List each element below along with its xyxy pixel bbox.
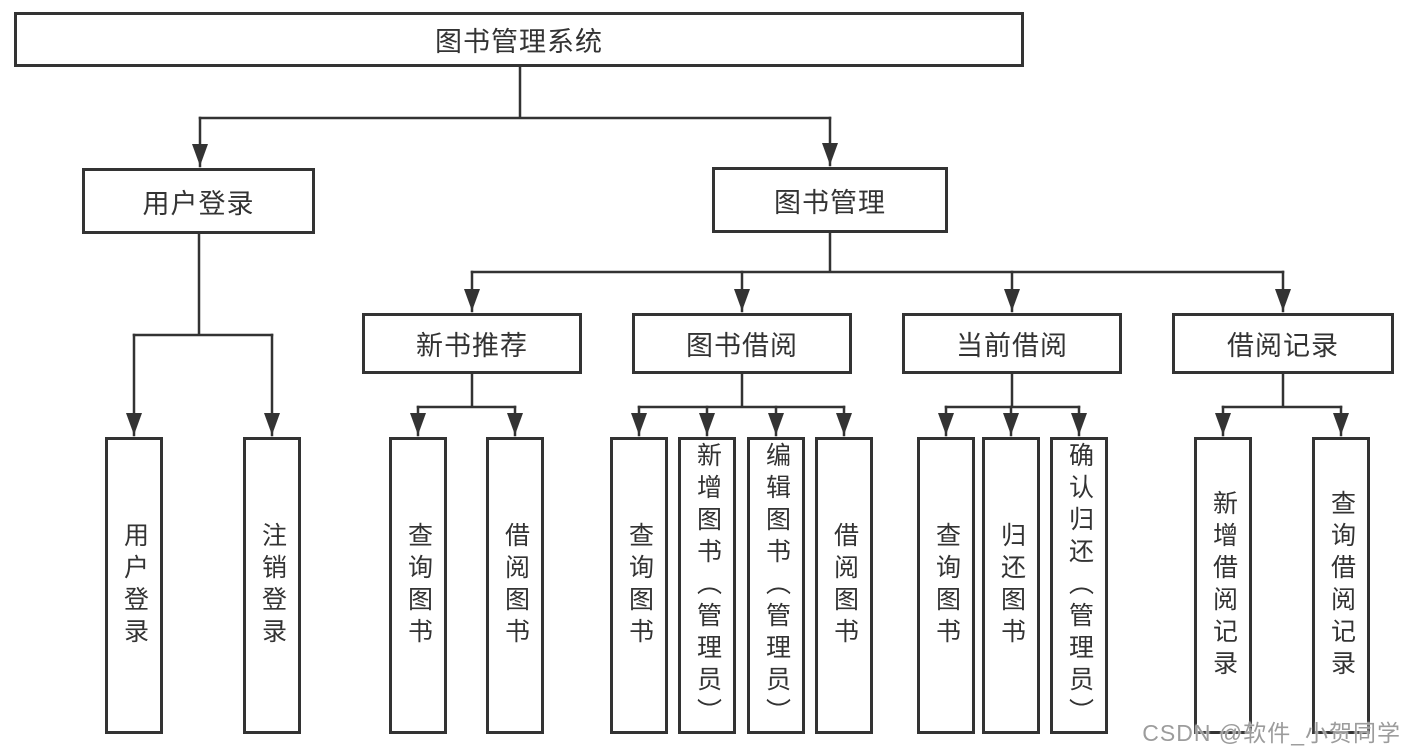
node-label: 借阅记录 xyxy=(1227,331,1339,361)
node-label: 用户登录 xyxy=(120,521,149,650)
node-borrow-book-recommend: 借阅图书 xyxy=(486,437,544,734)
node-label: 新增借阅记录 xyxy=(1209,489,1238,682)
node-label: 借阅图书 xyxy=(830,521,859,650)
node-logout: 注销登录 xyxy=(243,437,301,734)
node-user-login: 用户登录 xyxy=(105,437,163,734)
node-user-login-branch: 用户登录 xyxy=(82,168,315,234)
connector-records-junction xyxy=(1221,372,1343,409)
node-label: 图书借阅 xyxy=(686,331,798,361)
node-add-borrow-record: 新增借阅记录 xyxy=(1194,437,1252,734)
node-borrow-records: 借阅记录 xyxy=(1172,313,1394,374)
node-edit-book-admin: 编辑图书（管理员） xyxy=(747,437,805,734)
node-label: 新增图书（管理员） xyxy=(693,441,722,730)
node-label: 借阅图书 xyxy=(501,521,530,650)
node-query-books-borrow: 查询图书 xyxy=(610,437,668,734)
connector-bookmgmt-junction xyxy=(470,231,1285,274)
node-add-book-admin: 新增图书（管理员） xyxy=(678,437,736,734)
node-label: 当前借阅 xyxy=(956,331,1068,361)
connector-borrow-junction xyxy=(637,372,846,409)
node-label: 查询图书 xyxy=(932,521,961,650)
node-label: 编辑图书（管理员） xyxy=(762,441,791,730)
node-query-books-recommend: 查询图书 xyxy=(389,437,447,734)
node-label: 确认归还（管理员） xyxy=(1065,441,1094,730)
node-label: 查询图书 xyxy=(404,521,433,650)
connector-current-junction xyxy=(944,372,1081,409)
node-return-book: 归还图书 xyxy=(982,437,1040,734)
node-label: 图书管理 xyxy=(774,187,886,218)
node-query-books-current: 查询图书 xyxy=(917,437,975,734)
node-label: 用户登录 xyxy=(142,188,255,219)
connector-login-junction xyxy=(132,232,274,337)
csdn-watermark: CSDN @软件_小贺同学 xyxy=(1142,720,1401,746)
node-new-book-recommend: 新书推荐 xyxy=(362,313,582,374)
connector-recommend-junction xyxy=(416,372,517,409)
node-query-borrow-record: 查询借阅记录 xyxy=(1312,437,1370,734)
node-book-management: 图书管理 xyxy=(712,167,948,233)
node-label: 归还图书 xyxy=(997,521,1026,650)
node-label: 新书推荐 xyxy=(416,331,528,361)
node-book-borrow: 图书借阅 xyxy=(632,313,852,374)
connector-root-junction xyxy=(198,65,832,120)
node-borrow-book: 借阅图书 xyxy=(815,437,873,734)
node-current-borrow: 当前借阅 xyxy=(902,313,1122,374)
node-confirm-return-admin: 确认归还（管理员） xyxy=(1050,437,1108,734)
node-label: 注销登录 xyxy=(258,521,287,650)
node-label: 图书管理系统 xyxy=(435,27,603,57)
node-label: 查询借阅记录 xyxy=(1327,489,1356,682)
node-label: 查询图书 xyxy=(625,521,654,650)
node-root: 图书管理系统 xyxy=(14,12,1024,67)
